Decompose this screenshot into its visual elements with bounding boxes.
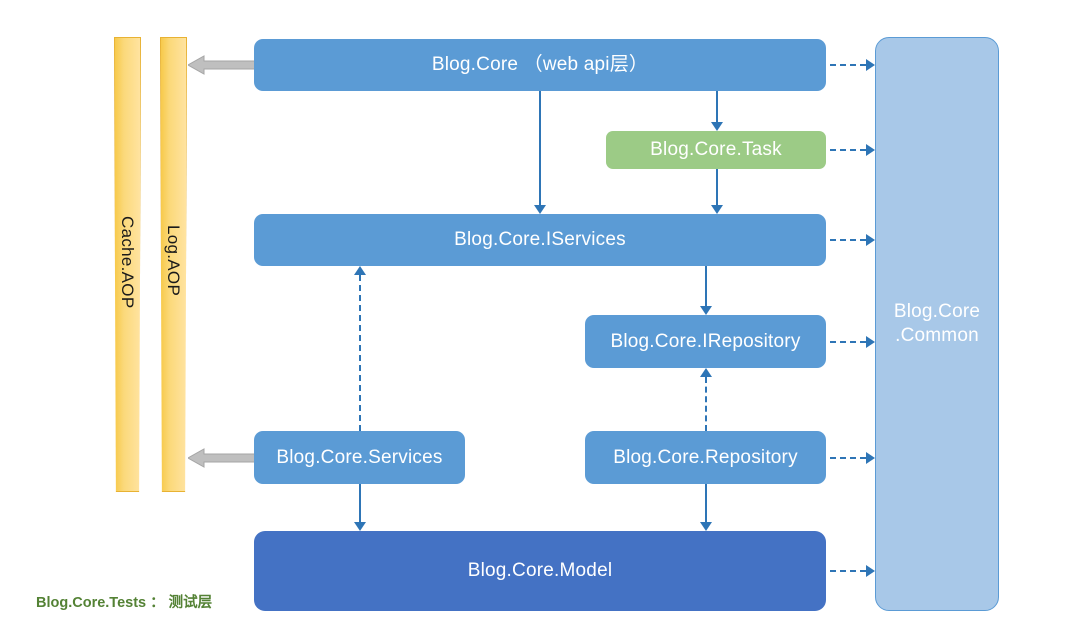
arrowhead-iservices-to-common — [866, 234, 875, 246]
arrowhead-services-to-iservices — [354, 266, 366, 275]
connector-services-to-model — [359, 484, 361, 522]
arrowhead-iservices-to-irepository — [700, 306, 712, 315]
box-blog-core-api[interactable]: Blog.Core （web api层） — [254, 39, 826, 91]
connector-task-to-iservices — [716, 169, 718, 205]
aop-label-cache: Cache.AOP — [118, 216, 137, 309]
aop-label-log: Log.AOP — [164, 225, 183, 297]
connector-iservices-to-common — [830, 239, 866, 241]
connector-repository-to-common — [830, 457, 866, 459]
arrowhead-task-to-iservices — [711, 205, 723, 214]
connector-services-to-iservices — [359, 275, 361, 431]
arrowhead-repository-to-irepository — [700, 368, 712, 377]
connector-iservices-to-irepository — [705, 266, 707, 306]
connector-repository-to-model — [705, 484, 707, 522]
box-blog-core-common[interactable]: Blog.Core .Common — [875, 37, 999, 611]
arrowhead-model-to-common — [866, 565, 875, 577]
connector-api-to-iservices — [539, 91, 541, 205]
box-blog-core-repository[interactable]: Blog.Core.Repository — [585, 431, 826, 484]
arrowhead-repository-to-common — [866, 452, 875, 464]
legend-line-tests: Blog.Core.Tests ： 测试层 — [36, 594, 213, 611]
arrowhead-task-to-common — [866, 144, 875, 156]
box-blog-core-task[interactable]: Blog.Core.Task — [606, 131, 826, 169]
arrowhead-api-to-common — [866, 59, 875, 71]
box-blog-core-model[interactable]: Blog.Core.Model — [254, 531, 826, 611]
arrowhead-services-to-model — [354, 522, 366, 531]
arrowhead-irepository-to-common — [866, 336, 875, 348]
legend: Blog.Core.Tests ： 测试层 Blog.Core.Frame： 模… — [36, 547, 215, 630]
box-blog-core-irepository[interactable]: Blog.Core.IRepository — [585, 315, 826, 368]
connector-repository-to-irepository — [705, 377, 707, 431]
arrowhead-api-to-iservices — [534, 205, 546, 214]
arrowhead-repository-to-model — [700, 522, 712, 531]
connector-api-to-common — [830, 64, 866, 66]
connector-api-to-task — [716, 91, 718, 122]
grey-arrow-services-to-aop — [188, 447, 258, 469]
connector-model-to-common — [830, 570, 866, 572]
box-blog-core-services[interactable]: Blog.Core.Services — [254, 431, 465, 484]
connector-irepository-to-common — [830, 341, 866, 343]
connector-task-to-common — [830, 149, 866, 151]
arrowhead-api-to-task — [711, 122, 723, 131]
grey-arrow-core-api-to-aop — [188, 54, 258, 76]
box-blog-core-iservices[interactable]: Blog.Core.IServices — [254, 214, 826, 266]
